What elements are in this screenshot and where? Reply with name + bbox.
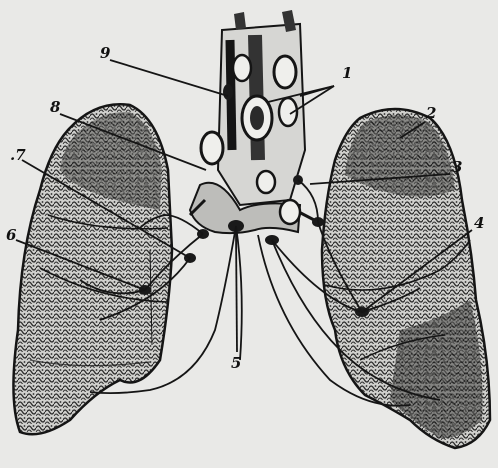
label-1: 1 (342, 66, 352, 81)
trachea-and-great-vessels (190, 10, 318, 233)
label-9: 9 (100, 46, 110, 61)
label-5: 5 (231, 356, 241, 371)
label-4: 4 (474, 216, 484, 231)
label-8: 8 (50, 100, 60, 115)
label-7: .7 (10, 148, 26, 163)
label-2: 2 (426, 106, 436, 121)
label-6: 6 (6, 228, 16, 243)
label-3: 3 (452, 160, 462, 175)
